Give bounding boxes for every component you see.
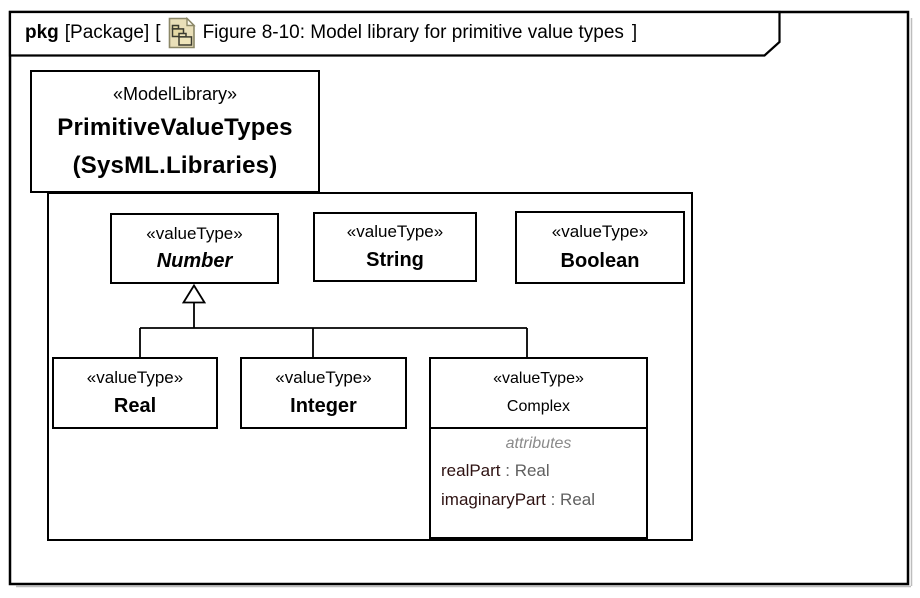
diagram-kind-keyword: pkg [25,22,59,43]
model-library-stereotype: «ModelLibrary» [112,83,238,104]
package-header-tab-shape [8,10,781,57]
valuetype-real-stereotype: «valueType» [86,368,184,387]
valuetype-integer-box: «valueType» Integer [240,357,407,429]
valuetype-integer-name: Integer [290,395,357,417]
diagram-kind-label: [Package] [64,22,150,43]
valuetype-real-name: Real [113,395,157,417]
valuetype-integer-stereotype: «valueType» [275,368,372,387]
valuetype-complex-box: «valueType» Complex attributes realPart … [429,357,648,539]
valuetype-boolean-stereotype: «valueType» [551,222,649,242]
package-diagram-icon [168,17,196,49]
attribute-row: imaginaryPart : Real [441,485,636,514]
attribute-type: Real [560,490,596,509]
valuetype-string-name: String [366,248,424,271]
attribute-row: realPart : Real [441,456,636,485]
attributes-compartment-label: attributes [505,435,572,452]
valuetype-string-box: «valueType» String [313,212,477,282]
valuetype-complex-attributes-compartment: attributes realPart : Real imaginaryPart… [431,429,646,537]
header-close-bracket: ] [631,22,638,43]
generalization-arrowhead-icon [181,283,207,304]
diagram-title: Figure 8-10: Model library for primitive… [202,22,624,43]
generalization-connectors [139,302,528,357]
frame-shadow [16,18,913,588]
attribute-name: imaginaryPart [441,490,546,509]
attribute-name: realPart [441,461,501,480]
attribute-separator: : [500,461,515,480]
model-library-name: PrimitiveValueTypes [57,114,293,141]
valuetype-number-box: «valueType» Number [110,213,279,284]
valuetype-real-box: «valueType» Real [52,357,218,429]
package-header-tab: pkg [Package] [ Figure 8-10: Model libra… [25,17,637,49]
valuetype-complex-name-compartment: «valueType» Complex [431,359,646,429]
valuetype-complex-name: Complex [506,397,571,415]
valuetype-complex-stereotype: «valueType» [493,370,584,388]
valuetype-boolean-box: «valueType» Boolean [515,211,685,284]
library-contents-box [47,192,693,541]
header-open-bracket: [ [155,22,161,43]
valuetype-string-stereotype: «valueType» [346,222,444,242]
valuetype-number-name: Number [156,250,233,273]
model-library-box: «ModelLibrary» PrimitiveValueTypes (SysM… [30,70,320,193]
attribute-separator: : [545,490,561,509]
valuetype-boolean-name: Boolean [560,249,640,272]
valuetype-number-stereotype: «valueType» [146,223,243,243]
model-library-namespace: (SysML.Libraries) [72,151,278,179]
attribute-type: Real [514,461,550,480]
